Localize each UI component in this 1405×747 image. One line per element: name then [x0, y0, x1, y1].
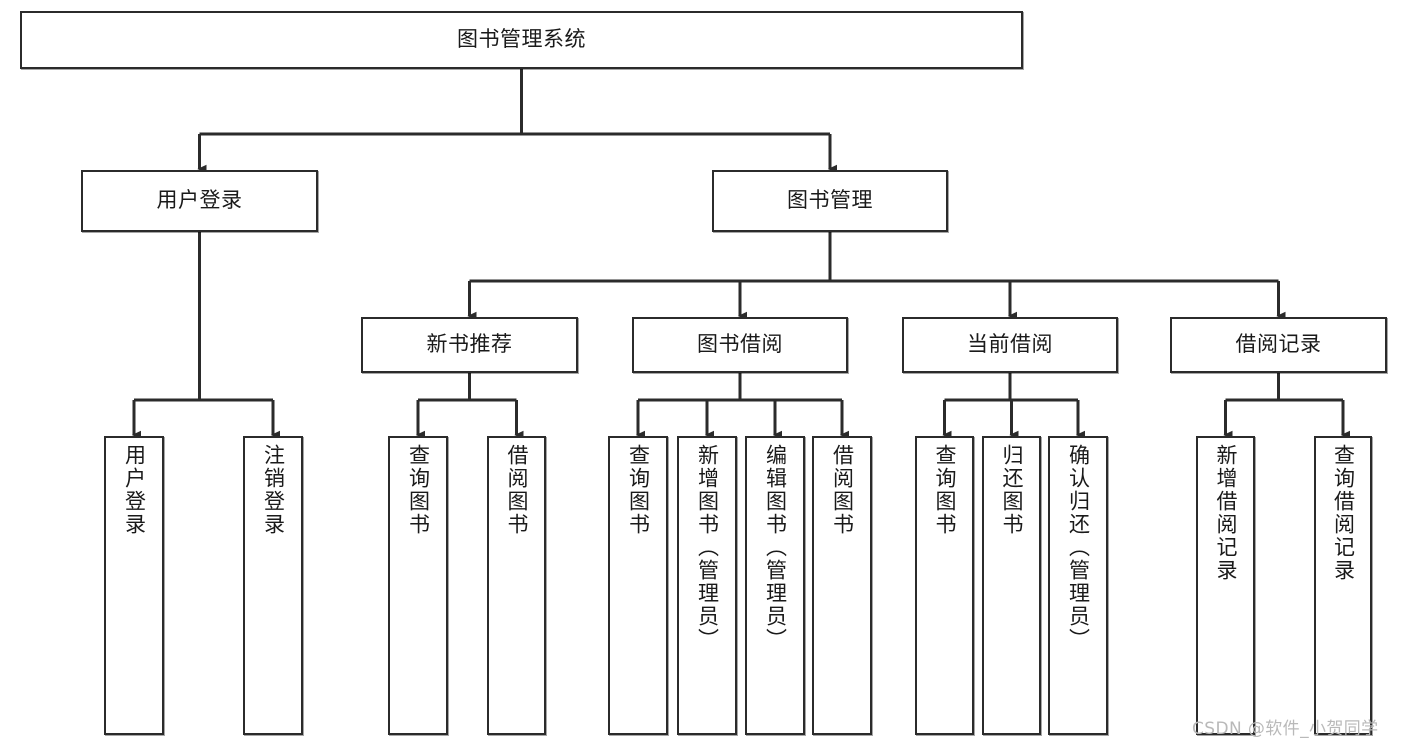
node-label: 图书管理系统: [457, 27, 586, 52]
node-label: 借阅记录: [1235, 332, 1322, 357]
node-label: 查询图书: [406, 444, 431, 536]
node-label: 当前借阅: [967, 332, 1053, 357]
node-leaf-bo-query: 查询图书: [608, 436, 668, 735]
node-leaf-nb-query: 查询图书: [388, 436, 448, 735]
node-leaf-bo-borrow: 借阅图书: [812, 436, 872, 735]
node-l2-record: 借阅记录: [1170, 317, 1387, 373]
node-l2-current: 当前借阅: [902, 317, 1118, 373]
node-root: 图书管理系统: [20, 11, 1023, 69]
node-label: 归还图书: [1000, 444, 1024, 536]
node-label: 图书借阅: [697, 332, 783, 357]
node-leaf-bo-add: 新增图书（管理员）: [677, 436, 737, 735]
node-label: 注销登录: [261, 444, 286, 536]
node-l1-book-mgmt: 图书管理: [712, 170, 948, 232]
node-label: 编辑图书（管理员）: [763, 444, 788, 651]
node-label: 图书管理: [787, 188, 873, 213]
node-label: 用户登录: [156, 188, 243, 213]
node-leaf-user-login: 用户登录: [104, 436, 164, 735]
node-leaf-bo-edit: 编辑图书（管理员）: [745, 436, 805, 735]
node-leaf-user-logout: 注销登录: [243, 436, 303, 735]
node-leaf-cu-return: 归还图书: [982, 436, 1041, 735]
node-label: 新增借阅记录: [1214, 444, 1238, 582]
node-label: 借阅图书: [830, 444, 855, 536]
node-label: 用户登录: [122, 444, 147, 536]
node-label: 借阅图书: [505, 444, 529, 536]
node-leaf-nb-borrow: 借阅图书: [487, 436, 546, 735]
node-label: 查询图书: [626, 444, 651, 536]
node-leaf-cu-query: 查询图书: [915, 436, 974, 735]
node-label: 确认归还（管理员）: [1066, 444, 1091, 651]
node-l2-borrow: 图书借阅: [632, 317, 848, 373]
node-label: 查询图书: [933, 444, 957, 536]
node-leaf-rc-add: 新增借阅记录: [1196, 436, 1255, 735]
csdn-watermark: CSDN @软件_小贺同学: [1192, 719, 1379, 739]
node-l1-user-login: 用户登录: [81, 170, 318, 232]
node-label: 新书推荐: [426, 332, 513, 357]
node-l2-new-book: 新书推荐: [361, 317, 578, 373]
node-leaf-rc-query: 查询借阅记录: [1314, 436, 1372, 735]
node-label: 新增图书（管理员）: [695, 444, 720, 651]
node-leaf-cu-confirm: 确认归还（管理员）: [1048, 436, 1108, 735]
node-label: 查询借阅记录: [1331, 444, 1356, 582]
